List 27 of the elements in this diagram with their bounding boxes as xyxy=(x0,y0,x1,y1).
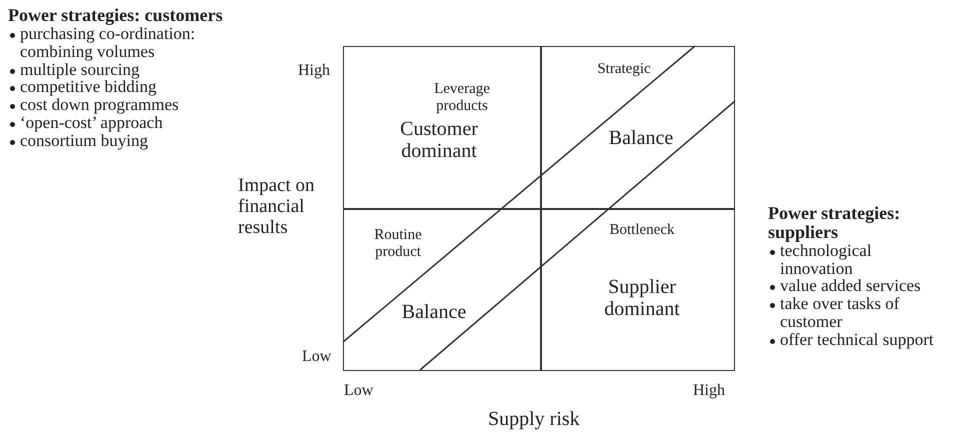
list-heading: Power strategies: customers xyxy=(8,6,224,25)
bullet-item: cost down programmes xyxy=(20,96,179,114)
bullet-item: consortium buying xyxy=(20,132,148,150)
quadrant-title: Bottleneck xyxy=(608,222,676,238)
axis-label: High xyxy=(693,383,725,400)
axis-label: Impact on financial results xyxy=(238,176,316,239)
bullet-item: multiple sourcing xyxy=(20,60,140,78)
axis-label: Low xyxy=(302,349,332,366)
quadrant-title: Strategic xyxy=(596,61,652,78)
matrix-quadrant xyxy=(343,46,542,210)
matrix-quadrant xyxy=(540,208,735,371)
dominance-label: Customer dominant xyxy=(399,118,479,162)
list-heading: Power strategies: suppliers xyxy=(768,204,902,242)
matrix-quadrant xyxy=(540,46,735,210)
dominance-label: Balance xyxy=(608,127,674,149)
dominance-label: Supplier dominant xyxy=(603,276,681,320)
dominance-label: Balance xyxy=(400,301,468,323)
axis-label: Supply risk xyxy=(488,409,580,430)
bullet-item: offer technical support xyxy=(780,331,934,349)
matrix-quadrant xyxy=(343,208,542,371)
quadrant-title: Leverage products xyxy=(433,81,491,114)
axis-label: Low xyxy=(344,383,374,400)
bullet-item: ‘open-cost’ approach xyxy=(20,114,163,132)
quadrant-title: Routine product xyxy=(373,227,423,260)
bullet-item: competitive bidding xyxy=(20,78,156,96)
bullet-item: value added services xyxy=(780,277,921,296)
axis-label: High xyxy=(298,63,330,80)
